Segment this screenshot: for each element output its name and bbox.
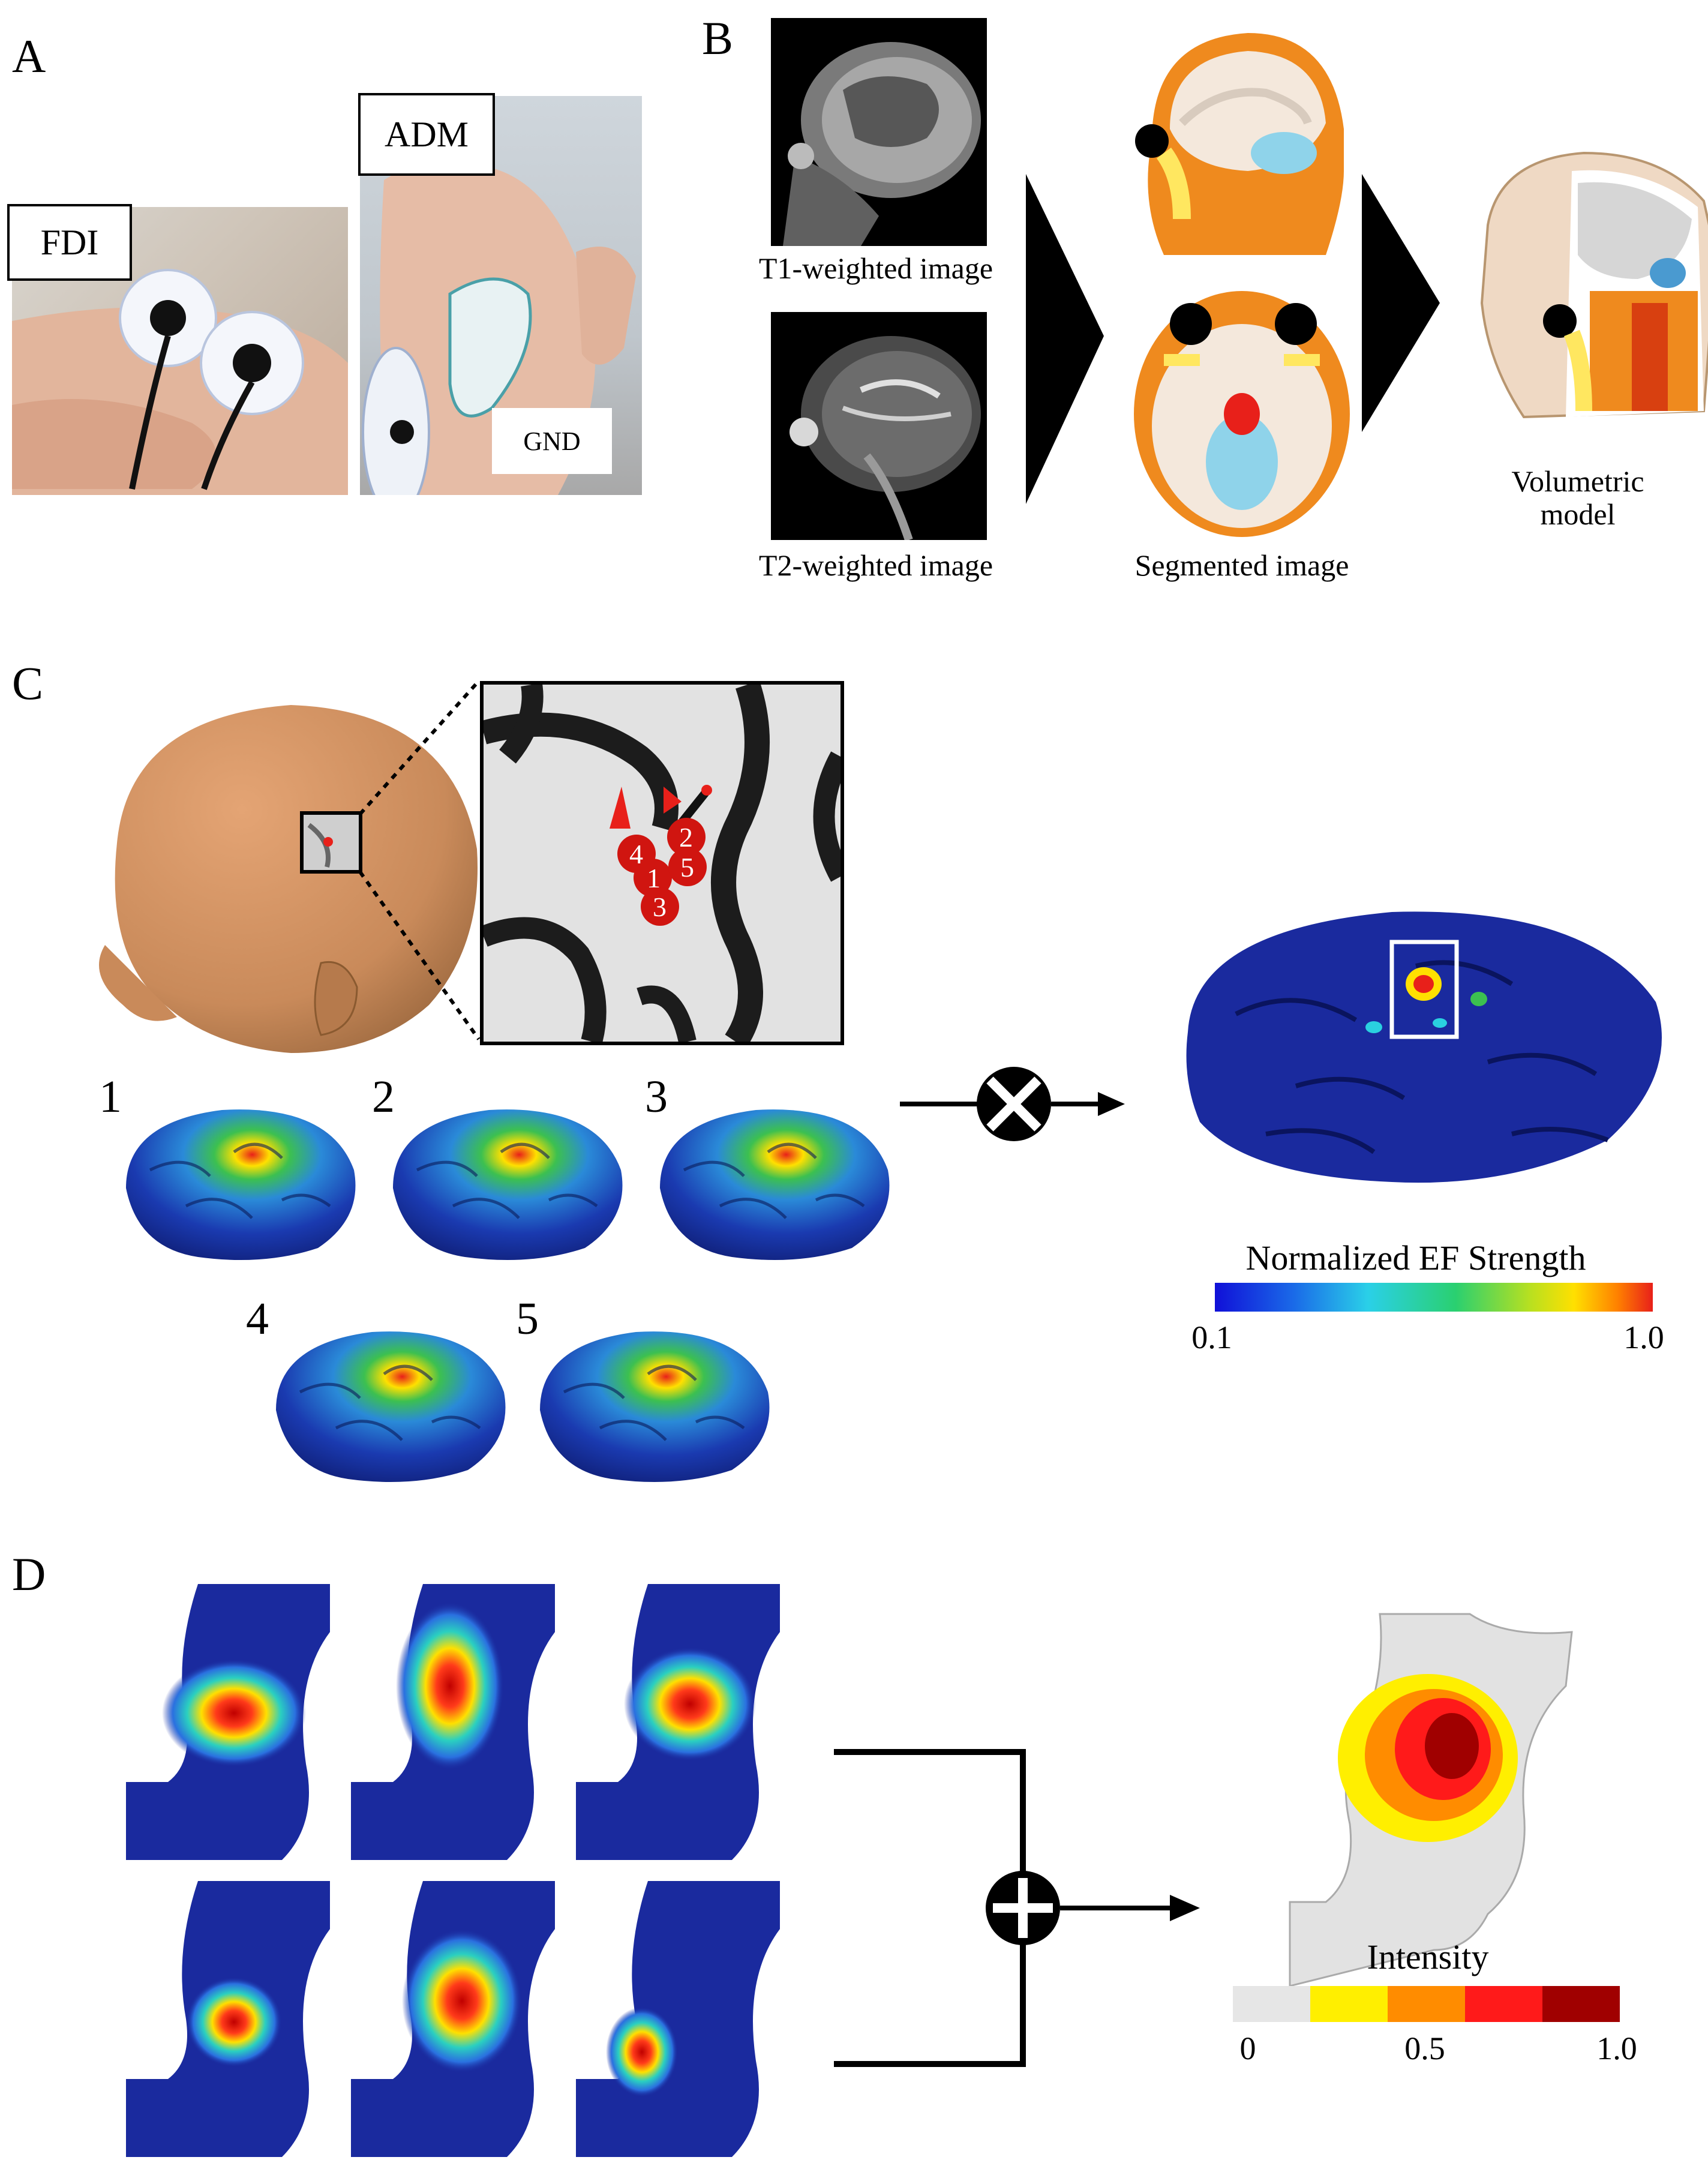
- volumetric-model-image: [1480, 151, 1708, 419]
- intensity-tick-10: 1.0: [1596, 2030, 1637, 2066]
- d-map-top-2: [351, 1584, 555, 1860]
- d-map-bottom-2: [351, 1881, 555, 2157]
- t2-caption: T2-weighted image: [758, 548, 993, 582]
- intensity-colorbar-title: Intensity: [1367, 1937, 1489, 1976]
- ef-colorbar-max: 1.0: [1623, 1319, 1664, 1355]
- adm-label: ADM: [358, 93, 495, 176]
- ef-brain-3: [660, 1109, 890, 1260]
- t1-mri-image: [771, 18, 987, 246]
- volumetric-caption-line1: Volumetric: [1511, 464, 1644, 498]
- brain-label-1: 1: [99, 1072, 122, 1122]
- ef-brain-2: [393, 1109, 623, 1260]
- d-map-top-3: [576, 1584, 780, 1860]
- volumetric-caption: Volumetric model: [1440, 465, 1708, 531]
- segmented-axial-image: [1134, 291, 1350, 537]
- t2-mri-image: [771, 312, 987, 540]
- brain-label-4: 4: [246, 1294, 269, 1344]
- ef-brain-5: [540, 1331, 770, 1482]
- volumetric-caption-line2: model: [1540, 497, 1616, 531]
- ef-brain-4: [276, 1331, 506, 1482]
- panel-d-label: D: [12, 1548, 46, 1600]
- gnd-label: GND: [492, 408, 612, 474]
- d-map-bottom-3: [576, 1881, 780, 2157]
- target-number-4: 4: [629, 839, 643, 869]
- brain-label-5: 5: [516, 1294, 539, 1344]
- segmented-caption: Segmented image: [1134, 548, 1349, 582]
- d-map-top-1: [126, 1584, 330, 1860]
- target-number-5: 5: [680, 852, 694, 883]
- head-model-image: [99, 705, 478, 1053]
- arrow-to-segmented: [1026, 174, 1104, 504]
- product-ef-brain: [1186, 911, 1662, 1183]
- ef-colorbar-title: Normalized EF Strength: [1245, 1238, 1586, 1277]
- brain-label-2: 2: [372, 1072, 395, 1122]
- panel-b-label: B: [702, 12, 734, 64]
- target-number-1: 1: [647, 863, 661, 893]
- intensity-tick-05: 0.5: [1404, 2030, 1445, 2066]
- panel-c-label: C: [12, 657, 44, 709]
- d-map-bottom-1: [126, 1881, 330, 2157]
- fdi-label: FDI: [7, 204, 132, 281]
- summed-intensity-map: [1289, 1613, 1573, 1987]
- ef-colorbar: [1215, 1283, 1653, 1312]
- t1-caption: T1-weighted image: [758, 251, 993, 285]
- intensity-colorbar: [1233, 1986, 1620, 2022]
- panel-a-label: A: [12, 30, 46, 82]
- zoomed-gyri-image: 4 2 1 5 3: [480, 681, 844, 1045]
- intensity-tick-0: 0: [1239, 2030, 1256, 2066]
- arrow-to-volumetric: [1362, 174, 1440, 432]
- target-number-2: 2: [679, 822, 693, 853]
- brain-label-3: 3: [645, 1072, 668, 1122]
- ef-brain-1: [126, 1109, 356, 1260]
- multiply-operator-arrow: [900, 1067, 1125, 1141]
- sum-operator-bracket: [834, 1749, 1200, 2067]
- segmented-sagittal-image: [1135, 33, 1344, 255]
- target-number-3: 3: [653, 892, 667, 922]
- ef-colorbar-min: 0.1: [1191, 1319, 1232, 1355]
